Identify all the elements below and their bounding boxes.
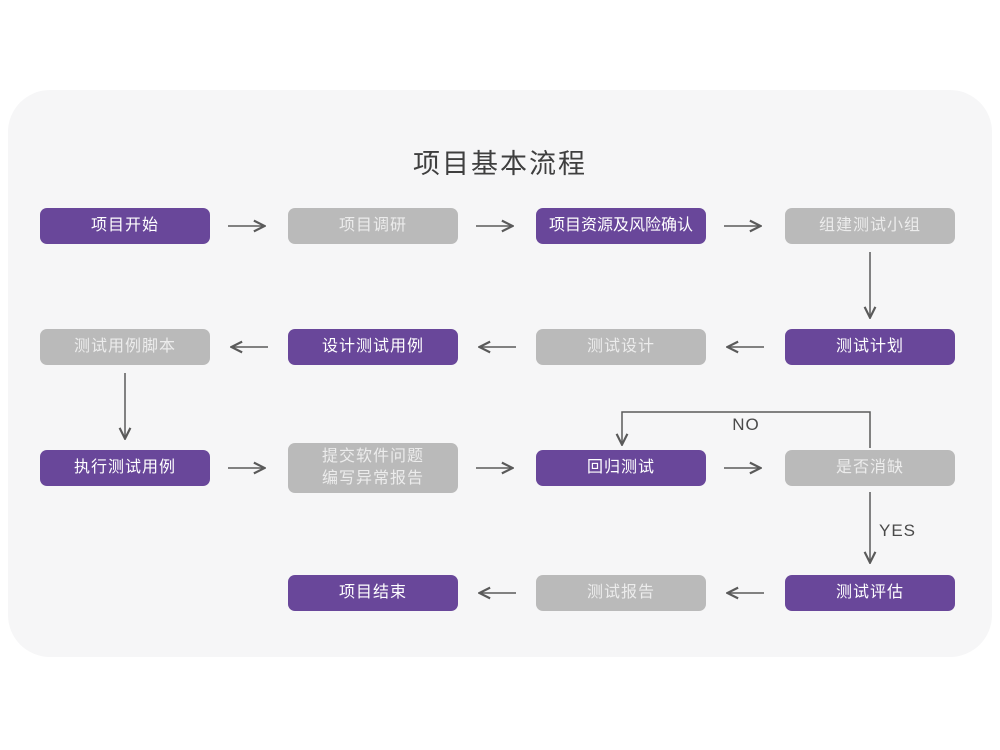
node-label: 执行测试用例 (73, 459, 176, 477)
node-regression-test: 回归测试 (536, 450, 706, 486)
node-resources-risk: 项目资源及风险确认 (536, 208, 706, 244)
node-label: 测试计划 (835, 338, 904, 356)
node-design-test-cases: 设计测试用例 (288, 329, 458, 365)
node-label: 测试报告 (586, 584, 655, 602)
edge-label-no: NO (732, 415, 760, 434)
node-build-test-team: 组建测试小组 (785, 208, 955, 244)
node-project-research: 项目调研 (288, 208, 458, 244)
node-label: 项目结束 (338, 584, 407, 602)
node-defect-cleared: 是否消缺 (785, 450, 955, 486)
edge-label-yes: YES (879, 521, 917, 540)
node-label: 回归测试 (586, 459, 655, 477)
node-label: 测试评估 (835, 584, 904, 602)
node-label: 是否消缺 (835, 459, 904, 477)
node-test-case-script: 测试用例脚本 (40, 329, 210, 365)
node-label: 项目调研 (338, 217, 407, 235)
node-project-end: 项目结束 (288, 575, 458, 611)
diagram-title: 项目基本流程 (413, 149, 587, 179)
node-execute-test-cases: 执行测试用例 (40, 450, 210, 486)
node-label: 设计测试用例 (321, 338, 424, 356)
node-project-start: 项目开始 (40, 208, 210, 244)
node-label: 测试设计 (586, 338, 655, 356)
node-label: 提交软件问题 编写异常报告 (321, 448, 424, 487)
node-test-report: 测试报告 (536, 575, 706, 611)
node-submit-issue-report: 提交软件问题 编写异常报告 (288, 443, 458, 493)
node-test-design: 测试设计 (536, 329, 706, 365)
node-test-plan: 测试计划 (785, 329, 955, 365)
node-test-evaluation: 测试评估 (785, 575, 955, 611)
diagram-panel (8, 90, 992, 657)
node-label: 组建测试小组 (818, 217, 921, 235)
node-label: 项目开始 (90, 217, 159, 235)
node-label: 项目资源及风险确认 (548, 217, 693, 235)
node-label: 测试用例脚本 (73, 338, 176, 356)
